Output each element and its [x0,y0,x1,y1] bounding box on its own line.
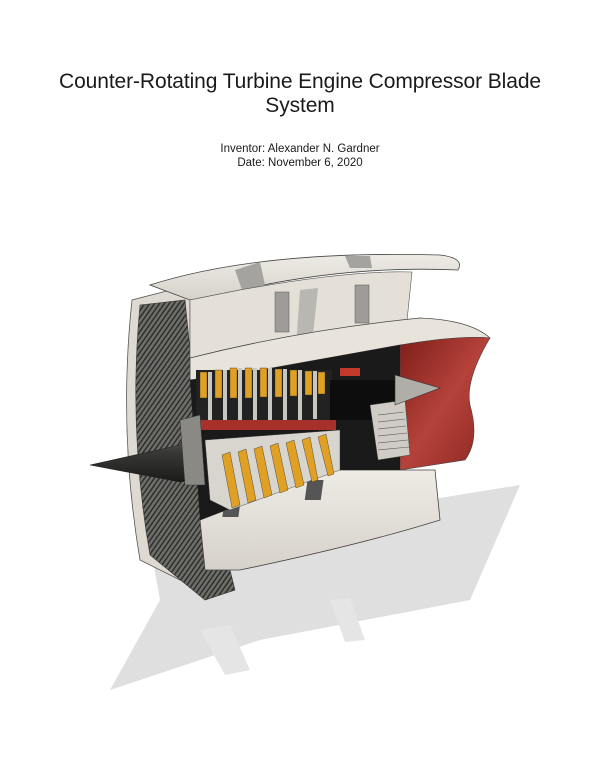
inventor-text: Inventor: Alexander N. Gardner [220,143,380,155]
nacelle-top [148,253,460,301]
nacelle-bottom [199,469,441,571]
turbine-stages [369,374,441,461]
exhaust-cone [394,374,441,406]
date-text: Date: November 6, 2020 [237,157,363,169]
title-line-1: Counter-Rotating Turbine Engine Compress… [59,70,541,93]
exhaust-nozzle [399,337,491,471]
document-title: Counter-Rotating Turbine Engine Compress… [40,70,560,118]
document-meta: Inventor: Alexander N. Gardner Date: Nov… [100,142,500,170]
title-line-2: System [265,94,335,117]
compressor-lower-stages [204,429,341,511]
compressor-upper-stages [196,367,336,430]
